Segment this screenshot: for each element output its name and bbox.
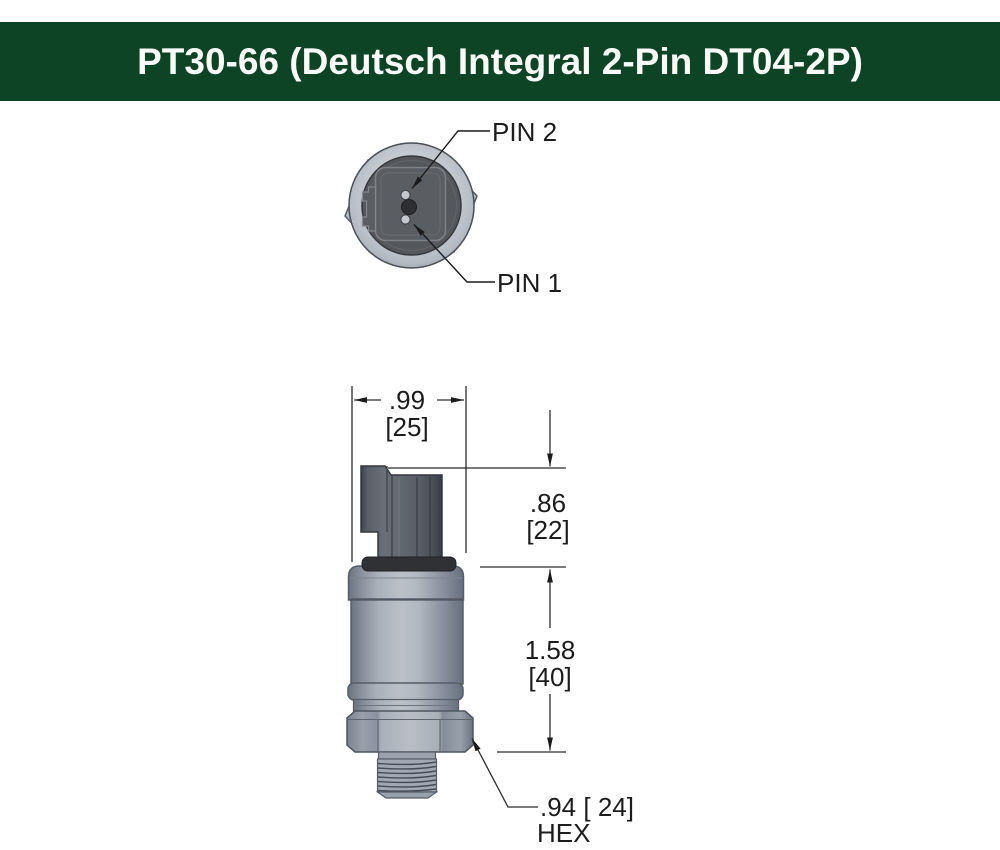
transducer-side-view: [346, 465, 474, 799]
dimensions: [351, 386, 566, 808]
title-banner: PT30-66 (Deutsch Integral 2-Pin DT04-2P): [0, 22, 1000, 101]
pin-1-label: PIN 1: [497, 268, 562, 298]
connector-seal: [361, 556, 457, 572]
pin-housing-inner: [380, 172, 441, 236]
hex-nut: [346, 710, 474, 753]
pin-1: [400, 214, 411, 225]
width-dim-mm: [25]: [385, 412, 428, 442]
page-title: PT30-66 (Deutsch Integral 2-Pin DT04-2P): [137, 40, 863, 82]
hex-dim-value: .94 [ 24]: [540, 792, 634, 822]
pin-1-leader-line: [413, 224, 495, 283]
thread-lines: [377, 761, 437, 792]
body-height-dim-inches: 1.58: [525, 635, 576, 665]
center-boss: [401, 199, 417, 215]
body-height-dim-mm: [40]: [528, 662, 571, 692]
pin-2-leader-line: [411, 130, 490, 189]
pin-2-label: PIN 2: [492, 117, 557, 147]
conn-height-dim-inches: .86: [530, 488, 566, 518]
stem-tip: [375, 791, 439, 799]
housing-latch: [361, 186, 377, 232]
hex-dim-label: HEX: [537, 818, 590, 848]
conn-height-dim-mm: [22]: [526, 515, 569, 545]
stem-collar: [377, 751, 437, 760]
pin-2: [400, 189, 411, 201]
flange-ring: [347, 682, 464, 701]
hex-leader-line: [471, 738, 538, 808]
connector-front-view: PIN 2 PIN 1: [344, 117, 562, 298]
body-cylinder: [350, 598, 464, 685]
dimension-labels: .99 [25] .86 [22] 1.58 [40] .94 [ 24] HE…: [385, 385, 634, 848]
width-dim-inches: .99: [389, 385, 425, 415]
